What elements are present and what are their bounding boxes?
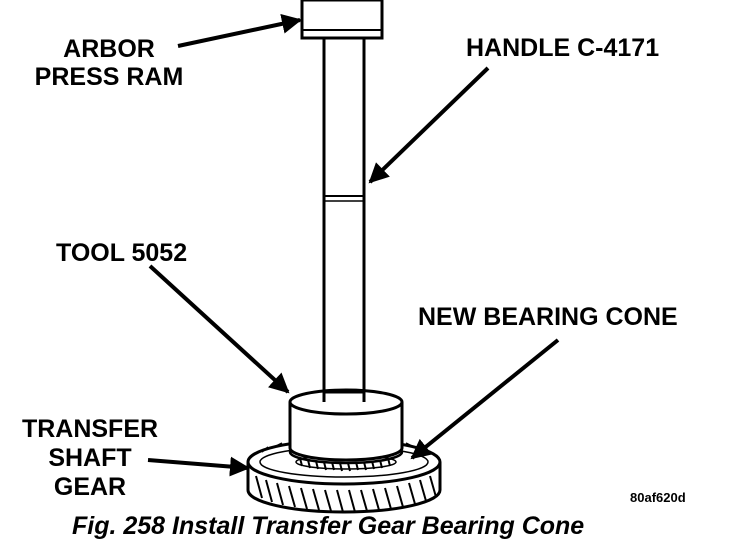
label-bearing-cone: NEW BEARING CONE xyxy=(418,303,678,331)
arbor-press-ram xyxy=(300,0,384,40)
label-arbor-line1: ARBOR xyxy=(63,35,155,63)
label-gear-line1: TRANSFER xyxy=(21,415,159,443)
figure-caption: Fig. 258 Install Transfer Gear Bearing C… xyxy=(72,512,585,540)
label-arbor-line2: PRESS RAM xyxy=(34,63,184,91)
handle-shaft xyxy=(322,36,366,404)
tool-cylinder xyxy=(288,388,404,462)
arrow-handle xyxy=(368,66,490,184)
arrow-arbor-press-ram xyxy=(177,13,302,48)
label-gear-line3: GEAR xyxy=(53,473,127,501)
label-tool: TOOL 5052 xyxy=(56,239,188,267)
arrow-bearing-cone xyxy=(410,338,560,460)
label-handle: HANDLE C-4171 xyxy=(466,34,660,62)
figure-code: 80af620d xyxy=(630,490,686,505)
label-transfer-shaft-gear: TRANSFER SHAFT GEAR xyxy=(10,415,170,502)
label-gear-line2: SHAFT xyxy=(48,444,132,472)
label-arbor-press-ram: ARBOR PRESS RAM xyxy=(26,35,192,91)
arrow-gear xyxy=(147,456,250,477)
leader-arrows xyxy=(147,13,560,477)
arrow-tool xyxy=(148,264,290,394)
